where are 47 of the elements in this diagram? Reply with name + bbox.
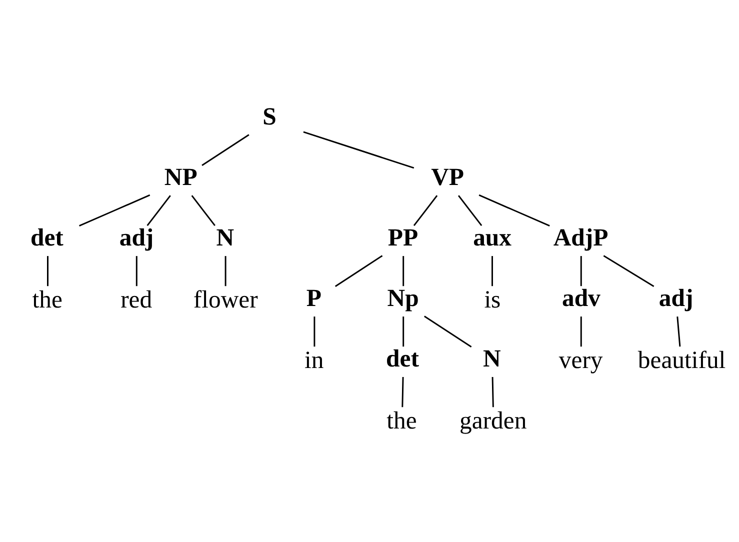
node-text: flower (192, 286, 258, 314)
connector (602, 255, 654, 287)
connector (313, 316, 315, 347)
connector (491, 377, 494, 408)
connector (402, 256, 404, 286)
node-text: garden (459, 407, 526, 434)
connector (302, 131, 414, 169)
node-text: beautiful (637, 346, 726, 374)
connector (201, 134, 249, 166)
connector (46, 256, 48, 286)
node-text: adv (561, 285, 600, 312)
connector (457, 195, 482, 226)
node-text: det (30, 224, 63, 252)
node-text: Np (386, 285, 418, 312)
connector (146, 195, 170, 226)
connector (78, 194, 150, 226)
connector (478, 194, 550, 226)
connector (491, 256, 492, 286)
connector (580, 256, 582, 286)
node-text: adj (658, 285, 693, 312)
node-text: NP (164, 164, 197, 192)
connector (224, 256, 226, 286)
node-text: the (32, 286, 62, 314)
node-text: N (216, 224, 234, 252)
connector (190, 195, 215, 226)
connector (412, 195, 438, 226)
node-text: S (262, 104, 276, 131)
connector (401, 377, 404, 408)
connector (334, 255, 382, 287)
node-text: AdjP (552, 224, 608, 252)
node-text: P (306, 285, 322, 312)
node-text: aux (472, 224, 512, 252)
node-text: PP (387, 224, 418, 252)
connector (135, 256, 137, 286)
node-text: red (120, 286, 152, 314)
node-text: in (304, 346, 324, 374)
node-text: the (386, 407, 416, 434)
connector (676, 316, 680, 347)
node-text: N (482, 346, 500, 373)
node-text: very (558, 346, 602, 374)
node-text: det (386, 346, 418, 373)
node-text: VP (430, 164, 464, 192)
node-text: adj (118, 224, 154, 252)
node-text: is (484, 286, 500, 314)
connector (580, 316, 582, 347)
connector (424, 316, 472, 348)
connector (402, 316, 404, 347)
